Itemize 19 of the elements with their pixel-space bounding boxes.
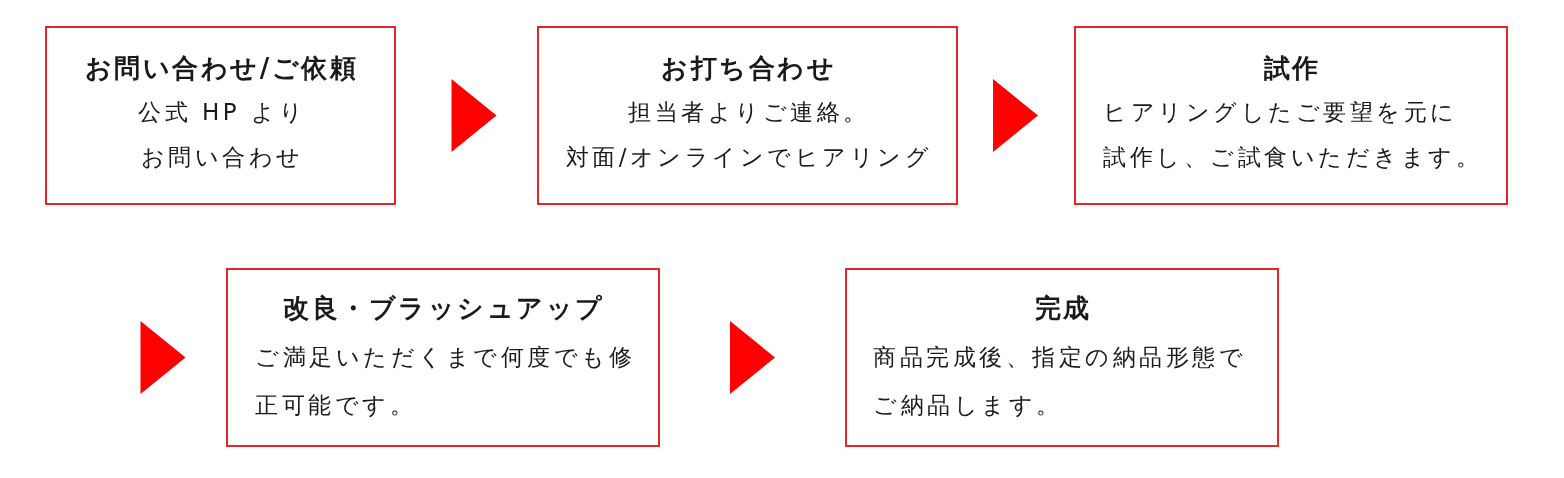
step-title: 改良・ブラッシュアップ bbox=[283, 292, 605, 325]
step-description: 商品完成後、指定の納品形態でご納品します。 bbox=[873, 343, 1246, 420]
arrow bbox=[451, 79, 497, 152]
step-title: 完成 bbox=[1034, 292, 1092, 325]
step-box bbox=[537, 26, 958, 205]
step-title: お問い合わせ/ご依頼 bbox=[84, 52, 359, 85]
step-box bbox=[45, 26, 396, 205]
step-title: 試作 bbox=[1263, 52, 1321, 85]
step-description: ヒアリングしたご要望を元に試作し、ご試食いただきます。 bbox=[1103, 98, 1482, 172]
step-box bbox=[845, 268, 1279, 447]
arrow bbox=[140, 321, 186, 394]
step-title: お打ち合わせ bbox=[661, 52, 837, 85]
step-box bbox=[1074, 26, 1508, 205]
arrow bbox=[993, 79, 1039, 152]
step-description: ご満足いただくまで何度でも修正可能です。 bbox=[255, 343, 635, 420]
step-box bbox=[226, 268, 660, 447]
step-description: 担当者よりご連絡。対面/オンラインでヒアリング bbox=[565, 98, 933, 172]
arrow bbox=[730, 321, 775, 394]
step-description: 公式 HP よりお問い合わせ bbox=[138, 98, 307, 172]
